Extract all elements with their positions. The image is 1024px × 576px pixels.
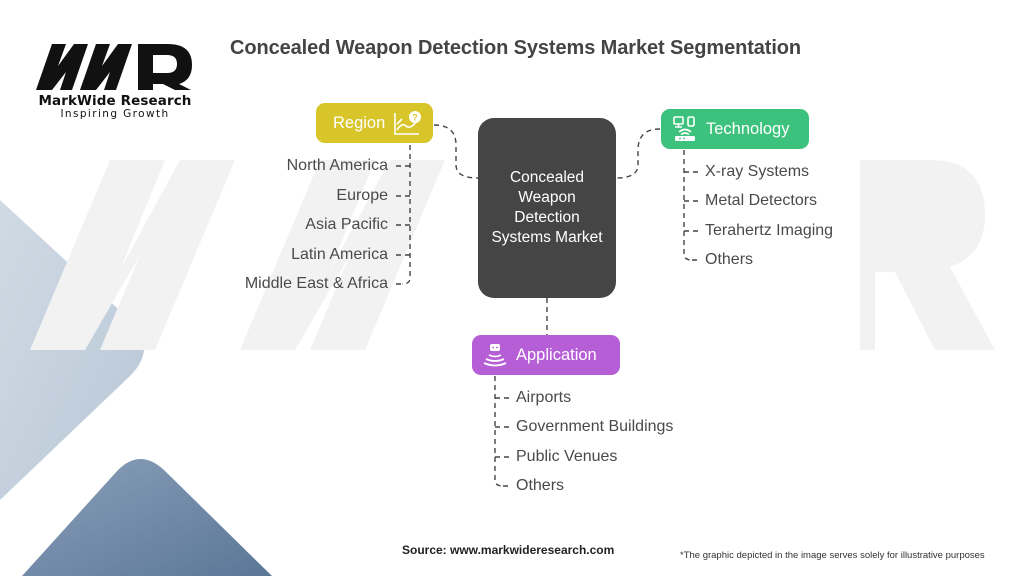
application-item: Public Venues (516, 448, 618, 465)
application-item: Government Buildings (516, 418, 674, 435)
technology-item: Others (705, 251, 754, 268)
brand-logo: MarkWide Research Inspiring Growth (30, 40, 200, 120)
connector-region-branch (396, 165, 410, 285)
connector-application-spine (494, 376, 504, 487)
decor-shape-dark (22, 459, 272, 576)
center-market-node: Concealed Weapon Detection Systems Marke… (478, 118, 616, 298)
region-item: Latin America (291, 246, 388, 263)
segment-region-header: Region ? (316, 103, 433, 143)
technology-item: Metal Detectors (705, 192, 818, 209)
connector-region-center (433, 124, 479, 179)
connector-technology-branch (684, 171, 698, 261)
segment-technology-header: Technology (661, 109, 809, 149)
connector-technology-center (615, 128, 661, 179)
application-item: Others (516, 477, 565, 494)
segment-region-label: Region (333, 113, 386, 132)
network-devices-icon (673, 116, 695, 141)
region-item: Asia Pacific (305, 216, 388, 233)
mwr-logo-icon (36, 44, 192, 90)
application-item: Airports (516, 389, 572, 406)
source-link[interactable]: Source: www.markwideresearch.com (402, 543, 615, 557)
svg-text:?: ? (413, 113, 419, 123)
connector-technology-spine (683, 150, 693, 261)
disclaimer-text: *The graphic depicted in the image serve… (680, 550, 985, 561)
center-market-label: Concealed Weapon Detection Systems Marke… (491, 169, 603, 246)
chart-question-icon: ? (394, 111, 422, 135)
page-title: Concealed Weapon Detection Systems Marke… (230, 37, 802, 59)
connector-region-spine (401, 145, 411, 285)
segment-application-label: Application (516, 345, 597, 364)
technology-item: X-ray Systems (705, 163, 810, 180)
region-item: North America (286, 157, 388, 174)
segment-technology-label: Technology (706, 119, 790, 138)
brand-tagline: Inspiring Growth (60, 108, 170, 120)
signal-device-icon (483, 344, 507, 367)
region-item: Europe (336, 187, 388, 204)
connector-application-branch (495, 397, 509, 487)
technology-item: Terahertz Imaging (705, 222, 834, 239)
region-item: Middle East & Africa (244, 275, 388, 292)
brand-name: MarkWide Research (38, 93, 192, 109)
segment-application-header: Application (472, 335, 620, 375)
